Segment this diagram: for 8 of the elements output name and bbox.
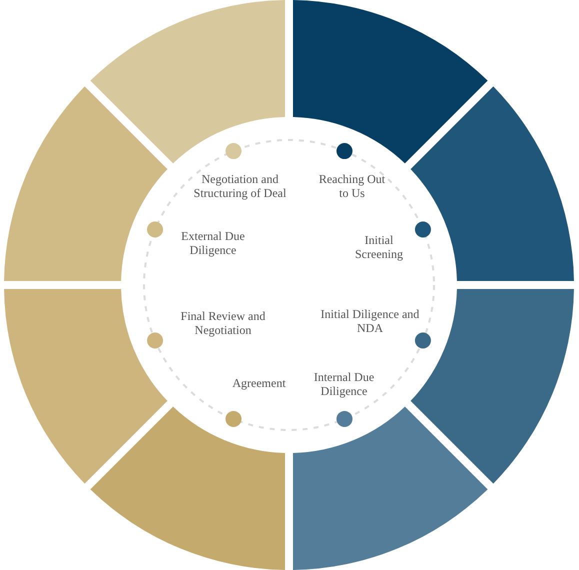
step-label: Initial Screening <box>348 233 410 261</box>
step-label: External Due Diligence <box>173 229 253 257</box>
step-label: Reaching Out to Us <box>314 172 390 200</box>
step-label: Final Review and Negotiation <box>171 309 275 337</box>
step-label: Agreement <box>214 376 304 390</box>
step-label: Negotiation and Structuring of Deal <box>184 172 296 200</box>
step-label: Internal Due Diligence <box>304 370 384 398</box>
step-label: Initial Diligence and NDA <box>314 307 426 335</box>
